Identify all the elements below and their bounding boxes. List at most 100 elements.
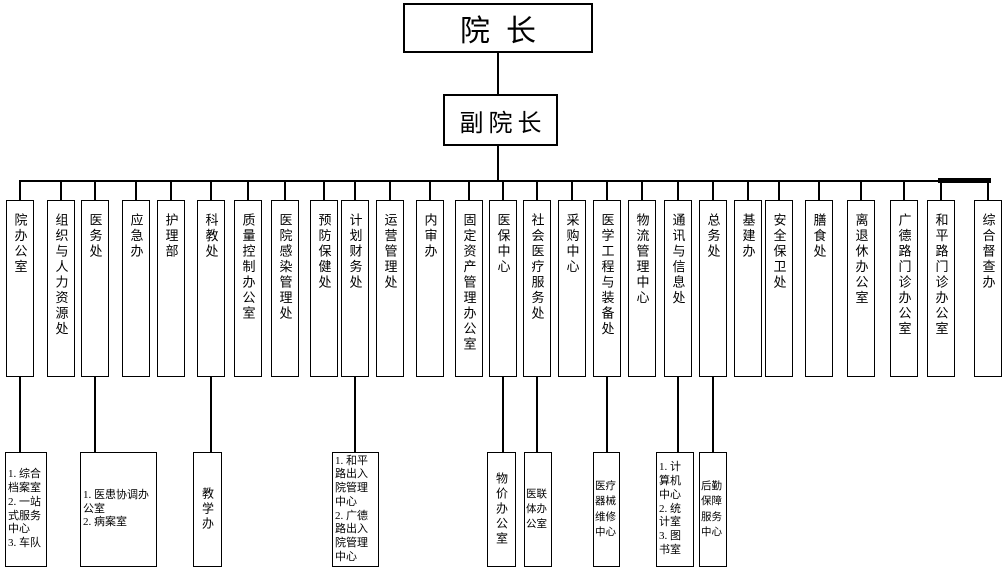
dept-connector-line [284,182,286,200]
department-label: 医保中心 [495,213,511,275]
dept-connector-line [536,182,538,200]
deputy-node-box: 副院长 [443,94,558,146]
bus-line-thick-segment [938,178,991,183]
sub-connector-line [502,377,504,452]
department-box: 通讯与信息处 [664,200,692,377]
department-label: 总务处 [705,213,721,260]
department-label: 内审办 [422,213,438,260]
sub-unit-item: 1. 医患协调办公室 [83,488,149,515]
department-box: 医务处 [81,200,109,377]
department-label: 采购中心 [564,213,580,275]
sub-unit-box: 医疗器械维修中心 [593,452,620,567]
dept-connector-line [860,182,862,200]
department-label: 组织与人力资源处 [53,213,69,337]
dept-connector-line [987,182,989,200]
department-label: 和平路门诊办公室 [933,213,949,337]
department-label: 医院感染管理处 [277,213,293,322]
department-box: 综合督查办 [974,200,1002,377]
department-label: 医务处 [87,213,103,260]
department-label: 社会医疗服务处 [529,213,545,322]
department-label: 计划财务处 [347,213,363,291]
department-box: 社会医疗服务处 [523,200,551,377]
bus-line [19,180,991,182]
sub-unit-item: 3. 图书室 [659,530,681,556]
sub-connector-line [536,377,538,452]
department-box: 采购中心 [558,200,586,377]
dept-connector-line [677,182,679,200]
department-label: 安全保卫处 [771,213,787,291]
sub-connector-line [677,377,679,452]
sub-unit-item: 1. 综合档案室 [8,468,41,494]
dept-connector-line [502,182,504,200]
department-box: 离退休办公室 [847,200,875,377]
sub-connector-line [712,377,714,452]
department-label: 运营管理处 [382,213,398,291]
dept-connector-line [778,182,780,200]
department-label: 综合督查办 [980,213,996,291]
department-label: 固定资产管理办公室 [461,213,477,353]
department-box: 质量控制办公室 [234,200,262,377]
department-box: 院办公室 [6,200,34,377]
sub-unit-box: 医联体办公室 [524,452,552,567]
sub-unit-item: 2. 广德路出入院管理中心 [335,509,368,563]
sub-unit-item: 2. 统计室 [659,502,681,529]
sub-unit-item: 2. 一站式服务中心 [8,495,41,536]
department-box: 广德路门诊办公室 [890,200,918,377]
sub-connector-line [19,377,21,452]
dept-connector-line [747,182,749,200]
department-label: 科教处 [203,213,219,260]
department-label: 医学工程与装备处 [599,213,615,337]
sub-unit-item: 3. 车队 [8,537,41,549]
department-label: 通讯与信息处 [670,213,686,306]
department-box: 计划财务处 [341,200,369,377]
sub-unit-label: 后勤保障服务中心 [701,481,722,538]
department-label: 广德路门诊办公室 [896,213,912,337]
department-box: 安全保卫处 [765,200,793,377]
department-box: 总务处 [699,200,727,377]
sub-unit-box: 教学办 [193,452,222,567]
dept-connector-line [940,182,942,200]
sub-unit-label: 教学办 [200,487,215,532]
root-deputy-connector [497,53,499,94]
dept-connector-line [19,182,21,200]
sub-connector-line [210,377,212,452]
dept-connector-line [323,182,325,200]
dept-connector-line [468,182,470,200]
sub-connector-line [606,377,608,452]
root-node-label: 院长 [460,15,552,48]
sub-unit-label: 医疗器械维修中心 [595,481,616,538]
dept-connector-line [170,182,172,200]
dept-connector-line [135,182,137,200]
root-node-box: 院长 [403,3,593,53]
dept-connector-line [903,182,905,200]
sub-unit-box: 物价办公室 [487,452,516,567]
dept-connector-line [712,182,714,200]
dept-connector-line [429,182,431,200]
department-box: 护理部 [157,200,185,377]
dept-connector-line [389,182,391,200]
sub-connector-line [94,377,96,452]
department-box: 应急办 [122,200,150,377]
sub-connector-line [354,377,356,452]
department-box: 预防保健处 [310,200,338,377]
dept-connector-line [354,182,356,200]
dept-connector-line [818,182,820,200]
sub-unit-label: 医联体办公室 [526,488,547,531]
department-box: 膳食处 [805,200,833,377]
department-box: 和平路门诊办公室 [927,200,955,377]
dept-connector-line [94,182,96,200]
department-label: 应急办 [128,213,144,260]
sub-unit-box: 后勤保障服务中心 [699,452,727,567]
sub-unit-item: 1. 和平路出入院管理中心 [335,454,368,508]
dept-connector-line [247,182,249,200]
dept-connector-line [641,182,643,200]
department-label: 离退休办公室 [853,213,869,306]
department-box: 医学工程与装备处 [593,200,621,377]
